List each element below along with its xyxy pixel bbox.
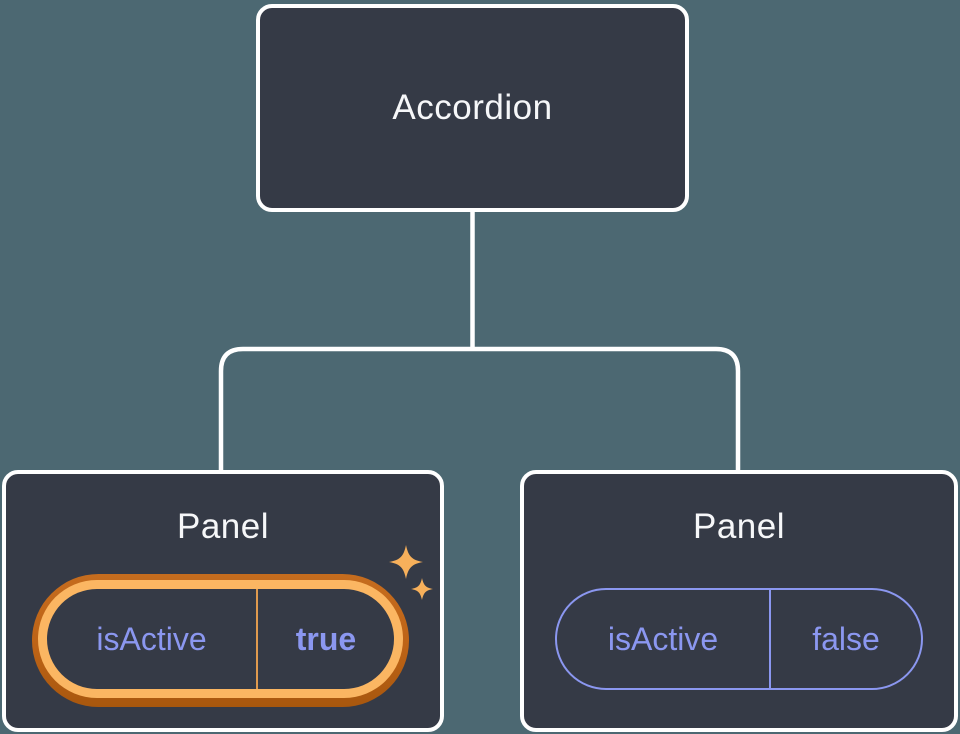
component-node-panel-active: Panel isActive true xyxy=(2,470,444,732)
pill-divider xyxy=(769,590,771,688)
accordion-label: Accordion xyxy=(392,88,553,127)
state-value: false xyxy=(812,620,880,657)
state-pill-active-inner-ring: isActive true xyxy=(38,580,403,698)
panel-label: Panel xyxy=(176,507,270,546)
sparkles-icon xyxy=(389,545,433,600)
state-name: isActive xyxy=(96,620,207,657)
panel-label: Panel xyxy=(692,507,786,546)
state-name: isActive xyxy=(607,620,719,657)
state-value: true xyxy=(295,620,357,657)
state-pill-active-highlight: isActive true xyxy=(32,574,409,707)
state-pill-inactive: isActive false xyxy=(555,588,923,690)
state-pill-active: isActive true xyxy=(47,589,394,689)
component-node-panel-inactive: Panel isActive false xyxy=(520,470,958,732)
pill-divider xyxy=(256,589,258,689)
component-node-accordion: Accordion xyxy=(256,4,689,212)
